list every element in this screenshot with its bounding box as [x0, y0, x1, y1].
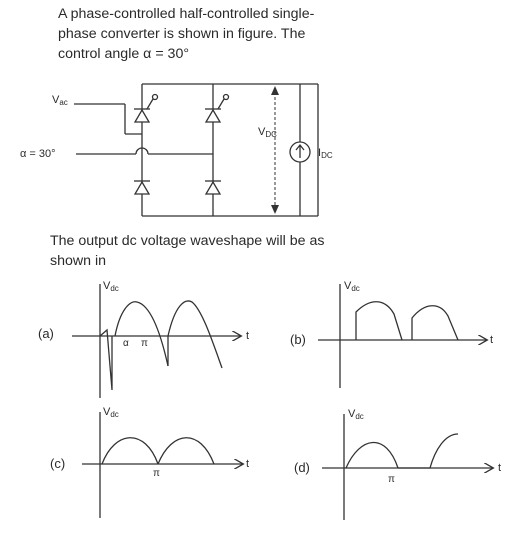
option-d-t-label: t	[498, 462, 502, 474]
option-a-t-label: t	[246, 330, 250, 342]
option-a-alpha-mark: α	[123, 338, 129, 349]
option-d-vdc-label: Vdc	[348, 408, 364, 421]
option-c-pi-mark: π	[153, 468, 160, 479]
vac-label: Vac	[52, 94, 68, 107]
question-line: A phase-controlled half-controlled singl…	[58, 6, 315, 22]
question-line: control angle α = 30°	[58, 46, 190, 62]
option-b-vdc-label: Vdc	[344, 280, 360, 293]
thyristor-1-icon	[133, 108, 151, 123]
waveform-b	[318, 284, 486, 388]
question-line: phase converter is shown in figure. The	[58, 26, 306, 42]
alpha-label: α = 30°	[20, 148, 56, 160]
option-c-t-label: t	[246, 458, 250, 470]
diode-1-icon	[133, 180, 151, 195]
thyristor-2-icon	[204, 108, 222, 123]
diode-2-icon	[204, 180, 222, 195]
prompt-line: The output dc voltage waveshape will be …	[50, 233, 325, 249]
idc-label: IDC	[318, 147, 333, 160]
prompt-text: The output dc voltage waveshape will be …	[50, 231, 324, 271]
waveform-d	[322, 414, 492, 520]
option-a-vdc-label: Vdc	[103, 280, 119, 293]
prompt-line: shown in	[50, 253, 106, 269]
option-a-pi-mark: π	[141, 338, 148, 349]
option-c-vdc-label: Vdc	[103, 406, 119, 419]
vdc-label: VDC	[258, 126, 277, 139]
option-c-label[interactable]: (c)	[50, 456, 66, 471]
option-a-label[interactable]: (a)	[38, 326, 54, 341]
waveform-c	[82, 412, 242, 518]
option-d-label[interactable]: (d)	[294, 460, 310, 475]
question-text: A phase-controlled half-controlled singl…	[58, 4, 378, 64]
option-b-t-label: t	[490, 334, 494, 346]
option-d-pi-mark: π	[388, 474, 395, 485]
circuit-diagram	[74, 83, 319, 217]
waveform-a	[72, 284, 240, 398]
option-b-label[interactable]: (b)	[290, 332, 306, 347]
